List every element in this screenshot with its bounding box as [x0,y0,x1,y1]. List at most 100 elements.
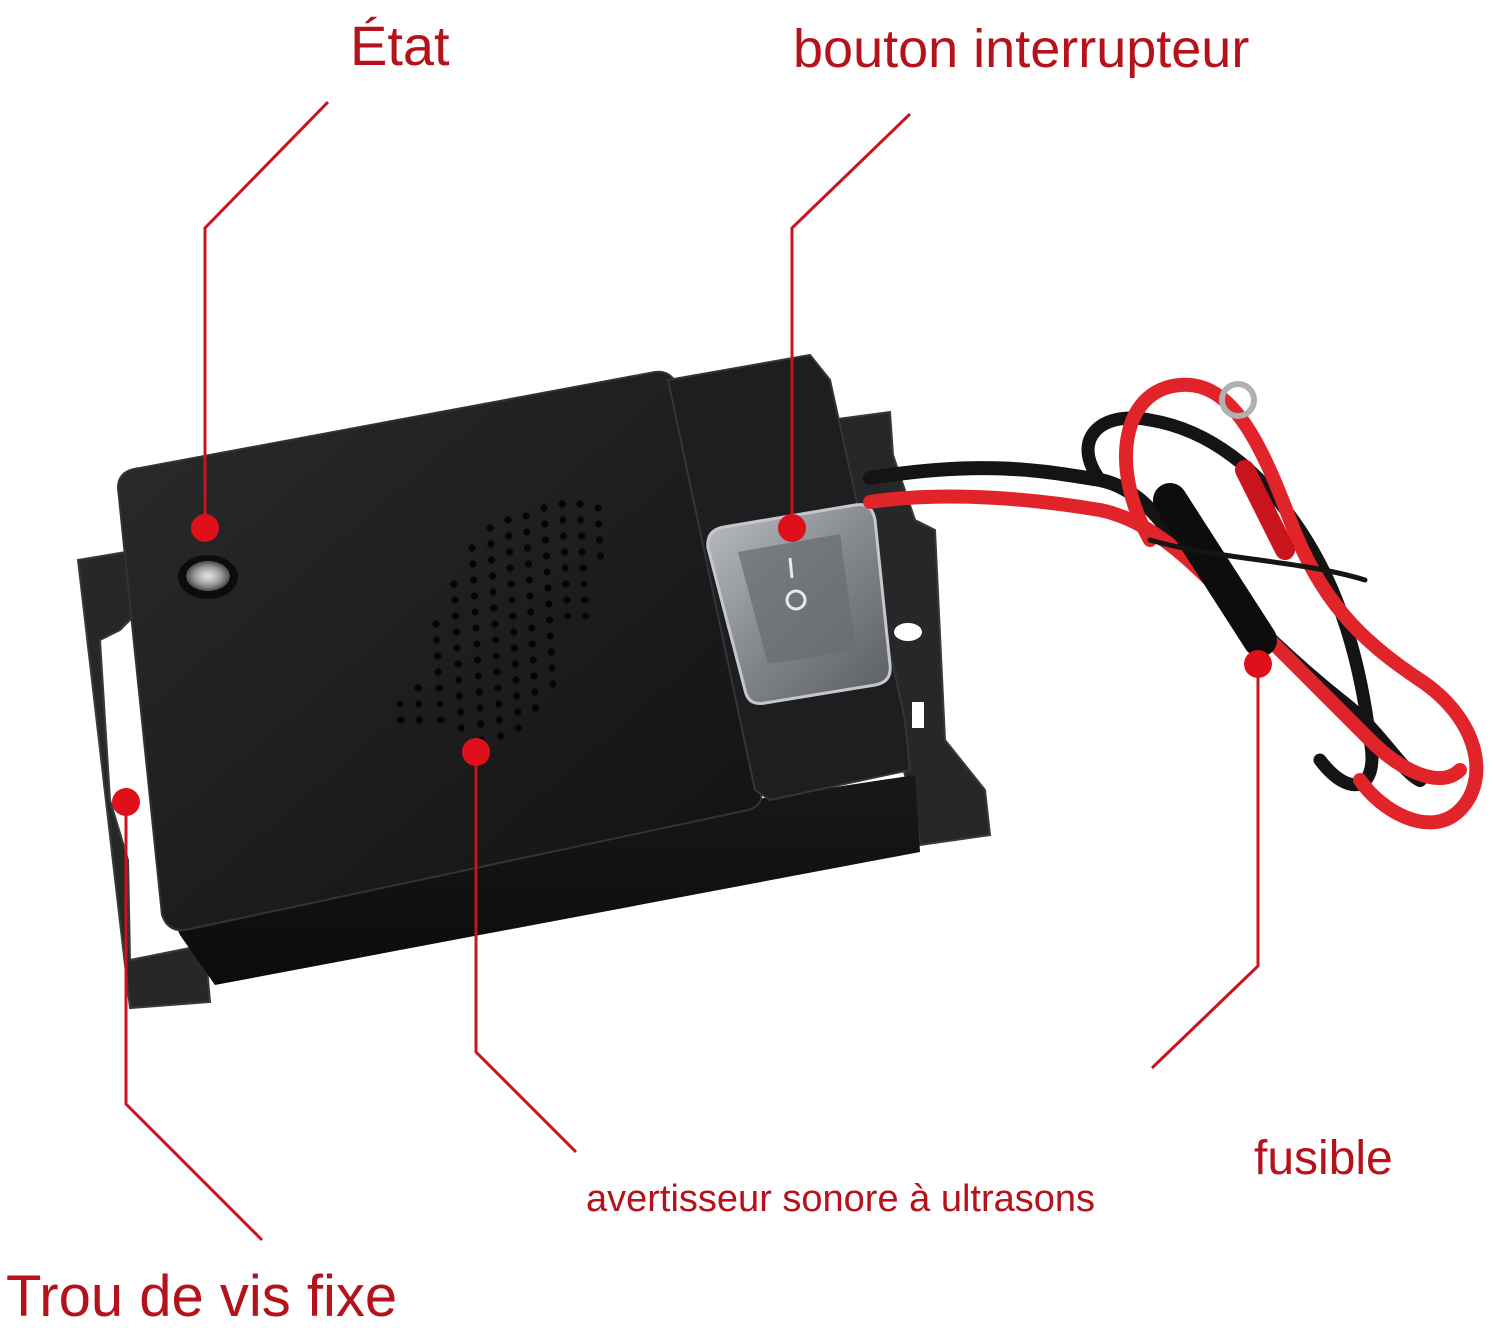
grille-hole [496,732,504,740]
grille-hole [578,548,587,556]
label-switch-button: bouton interrupteur [793,19,1250,79]
grille-hole [505,532,513,540]
callout-dot-buzzer [462,738,490,766]
grille-hole [512,676,520,684]
grille-hole [456,708,464,716]
grille-hole [473,640,481,648]
grille-hole [472,624,480,632]
grille-hole [526,592,534,600]
grille-hole [580,580,588,588]
grille-hole [491,620,499,628]
grille-hole [454,660,462,668]
grille-hole [506,564,514,572]
switch-rocker [738,534,856,664]
label-ultrasonic-buzzer: avertisseur sonore à ultrasons [586,1178,1096,1220]
grille-hole [474,672,482,680]
callout-dots [112,514,1272,816]
grille-hole [416,716,424,724]
label-fuse: fusible [1254,1132,1393,1185]
grille-hole [577,516,585,524]
screw-hole [894,623,922,641]
callout-dot-switch [778,514,806,542]
switch-on-mark [788,557,794,579]
grille-hole [511,660,519,668]
grille-hole [544,584,552,592]
grille-hole [470,592,478,600]
grille-hole [396,700,404,708]
fuse-holder [1153,483,1277,657]
bracket-slot [912,702,924,728]
grille-hole [453,644,461,652]
grille-hole [506,548,514,556]
grille-hole [581,596,589,604]
switch-off-mark [785,589,807,611]
grille-hole [527,608,535,616]
grille-hole [545,600,553,608]
grille-hole [596,536,604,544]
grille-hole [579,564,587,572]
callout-lines [124,100,1260,1242]
grille-hole [435,684,443,692]
grille-hole [563,596,571,604]
grille-hole [508,596,516,604]
grille-hole [433,636,441,644]
grille-hole [471,608,479,616]
grille-hole [415,700,423,708]
grille-hole [488,556,496,564]
grille-hole [525,576,533,584]
grille-hole [561,564,569,572]
body-side [160,775,920,985]
screw-hole [140,938,164,954]
grille-hole [487,540,495,548]
screw-hole [110,762,138,782]
grille-hole [513,692,521,700]
grille-hole [548,664,556,672]
grille-hole [543,568,551,576]
grille-hole [558,500,566,508]
grille-hole [434,652,442,660]
grille-hole [452,612,460,620]
grille-hole [492,652,500,660]
grille-hole [524,560,533,568]
ring-terminal-sleeve [1235,460,1295,560]
grille-hole [488,572,496,580]
label-screw-hole: Trou de vis fixe [6,1264,398,1329]
bracket-slot [120,652,132,678]
grille-hole [477,720,485,728]
grille-hole [486,524,494,532]
grille-hole [560,548,569,556]
grille-hole [469,560,477,568]
grille-hole [540,504,548,512]
grille-hole [582,612,590,620]
grille-hole [542,552,551,560]
grille-hole [560,532,568,540]
grille-hole [542,536,550,544]
grille-hole [514,724,523,732]
grille-hole [476,704,484,712]
grille-hole [547,648,555,656]
grille-hole [457,724,465,732]
grille-hole [528,624,536,632]
grille-hole [596,552,605,560]
grille-hole [546,632,555,640]
grille-hole [562,580,570,588]
grille-hole [468,544,476,552]
callout-line-buzzer [474,752,578,1154]
grille-hole [531,688,539,696]
grille-hole [532,704,540,712]
grille-hole [489,588,497,596]
grille-hole [450,580,458,588]
grille-hole [594,504,602,512]
grille-hole [509,628,518,636]
grille-hole [524,544,532,552]
grille-hole [397,716,405,724]
grille-hole [509,612,517,620]
device-body [116,353,920,985]
grille-hole [523,528,531,536]
callout-dot-status [191,514,219,542]
grille-hole [529,656,537,664]
callout-line-screw [124,802,264,1242]
speaker-grille [396,500,605,744]
